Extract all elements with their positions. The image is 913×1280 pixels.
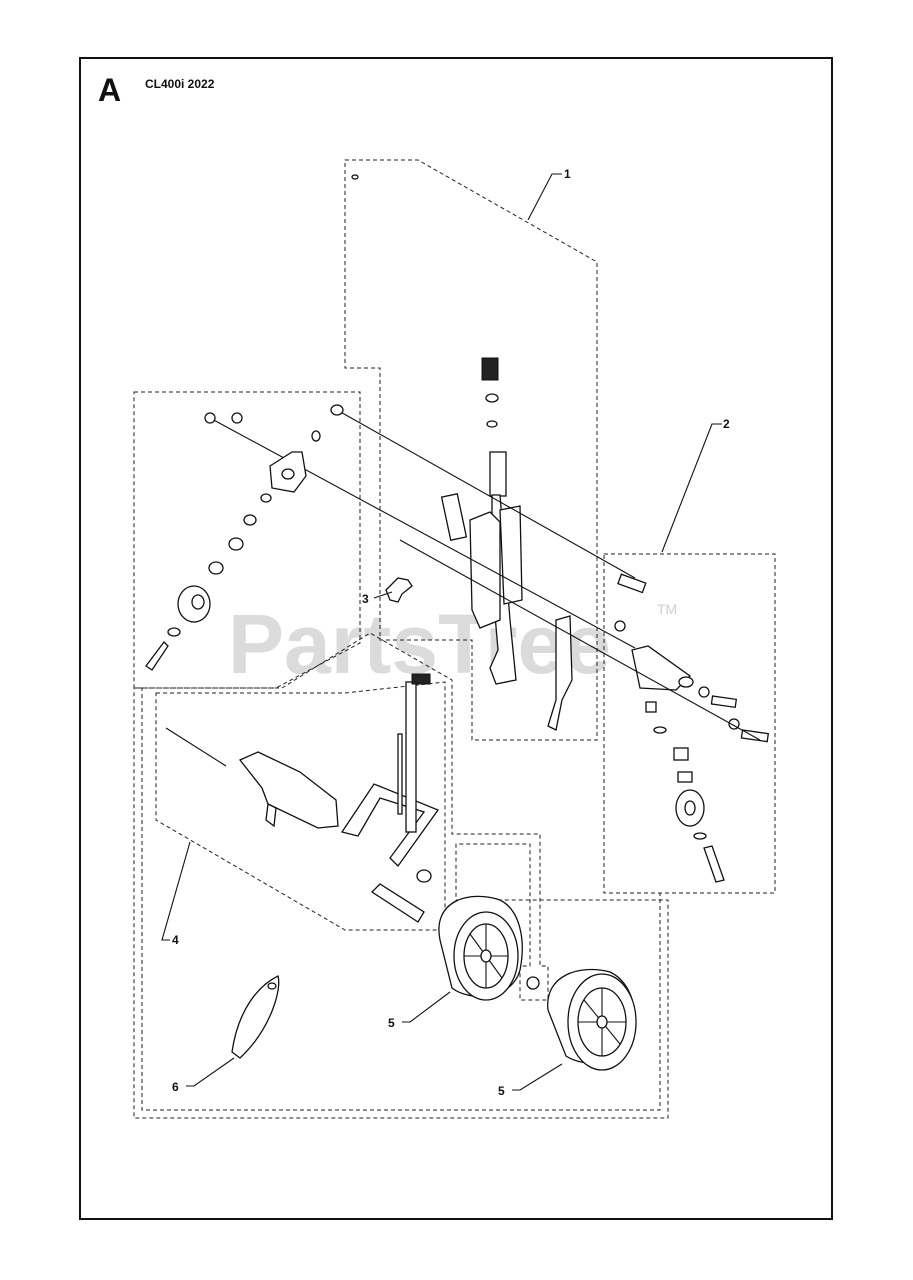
leader-6 — [186, 1057, 235, 1087]
nut-a — [698, 686, 710, 698]
long-bolt — [165, 727, 227, 767]
clip-hole — [267, 982, 277, 990]
axle-line-a — [336, 409, 636, 579]
group-5-boundary — [133, 632, 669, 1119]
nut-left-b — [231, 412, 243, 424]
leader-3 — [373, 591, 393, 599]
pivot-bracket-hole — [281, 468, 295, 480]
callout-5a: 5 — [388, 1016, 395, 1030]
leader-2 — [661, 423, 722, 553]
flex-shaft-inner — [351, 177, 493, 361]
nut-c — [614, 620, 626, 632]
group-outer-boundary — [134, 687, 661, 1111]
pulley-bolt — [703, 845, 725, 883]
axle-line-b — [209, 417, 636, 649]
flex-shaft — [353, 177, 491, 361]
leader-5b — [512, 1063, 563, 1091]
callout-5b: 5 — [498, 1084, 505, 1098]
group-1-boundary — [344, 159, 598, 741]
leader-1 — [527, 173, 562, 221]
callout-6: 6 — [172, 1080, 179, 1094]
bearing-a — [228, 537, 244, 551]
bushing-b — [677, 771, 693, 783]
bolt-a — [710, 695, 738, 709]
bracket-frame — [340, 783, 440, 868]
pointer-bracket — [547, 615, 573, 731]
callout-1: 1 — [564, 167, 571, 181]
mount-bracket — [469, 511, 501, 629]
axle-nut-top — [330, 404, 344, 416]
spacer — [645, 701, 657, 713]
shaft-coupling-nut — [481, 357, 499, 381]
group-3-boundary — [133, 391, 361, 689]
washer-a — [260, 493, 272, 503]
pulley-washer-b — [693, 832, 707, 840]
bushing-a — [673, 747, 689, 761]
tube-top — [489, 451, 507, 497]
nut-large — [416, 869, 432, 883]
depth-foot — [265, 803, 277, 828]
wheel-washer — [526, 976, 540, 990]
shaft-washer-b — [486, 420, 498, 428]
bearing-b — [208, 561, 224, 575]
pulley-washer — [653, 726, 667, 734]
shaft-end — [351, 174, 359, 180]
side-bracket — [499, 505, 523, 605]
washer-b — [243, 514, 257, 526]
post-clamp — [411, 673, 431, 685]
wheel-right — [547, 968, 637, 1071]
wheel-left — [438, 895, 523, 1001]
washer-c — [167, 627, 181, 637]
pulley-hook — [678, 676, 694, 688]
drawing-frame — [79, 57, 833, 1220]
leader-5a — [402, 991, 451, 1023]
callout-4: 4 — [172, 933, 179, 947]
hub-bolt — [145, 641, 169, 671]
group-2-boundary — [603, 553, 776, 894]
callout-3: 3 — [362, 592, 369, 606]
main-bolt — [617, 573, 647, 594]
vertical-post — [405, 681, 417, 833]
axle-line-c — [399, 539, 761, 741]
clip-plate — [231, 975, 280, 1059]
leader-4 — [161, 841, 191, 941]
nut-left-a — [204, 412, 216, 424]
model-label: CL400i 2022 — [145, 77, 215, 91]
nut-small — [311, 430, 321, 442]
shaft-washer-a — [485, 393, 499, 403]
section-letter: A — [98, 72, 122, 108]
pin — [397, 733, 403, 815]
knob — [385, 577, 413, 603]
wheel-hub-center — [191, 594, 205, 610]
group-4-boundary — [155, 681, 446, 931]
roller — [370, 883, 425, 923]
watermark-trademark: TM — [657, 601, 677, 617]
depth-bracket — [238, 751, 339, 829]
idler-pulley-hub — [684, 800, 696, 816]
warning-label — [440, 493, 468, 541]
callout-2: 2 — [723, 417, 730, 431]
